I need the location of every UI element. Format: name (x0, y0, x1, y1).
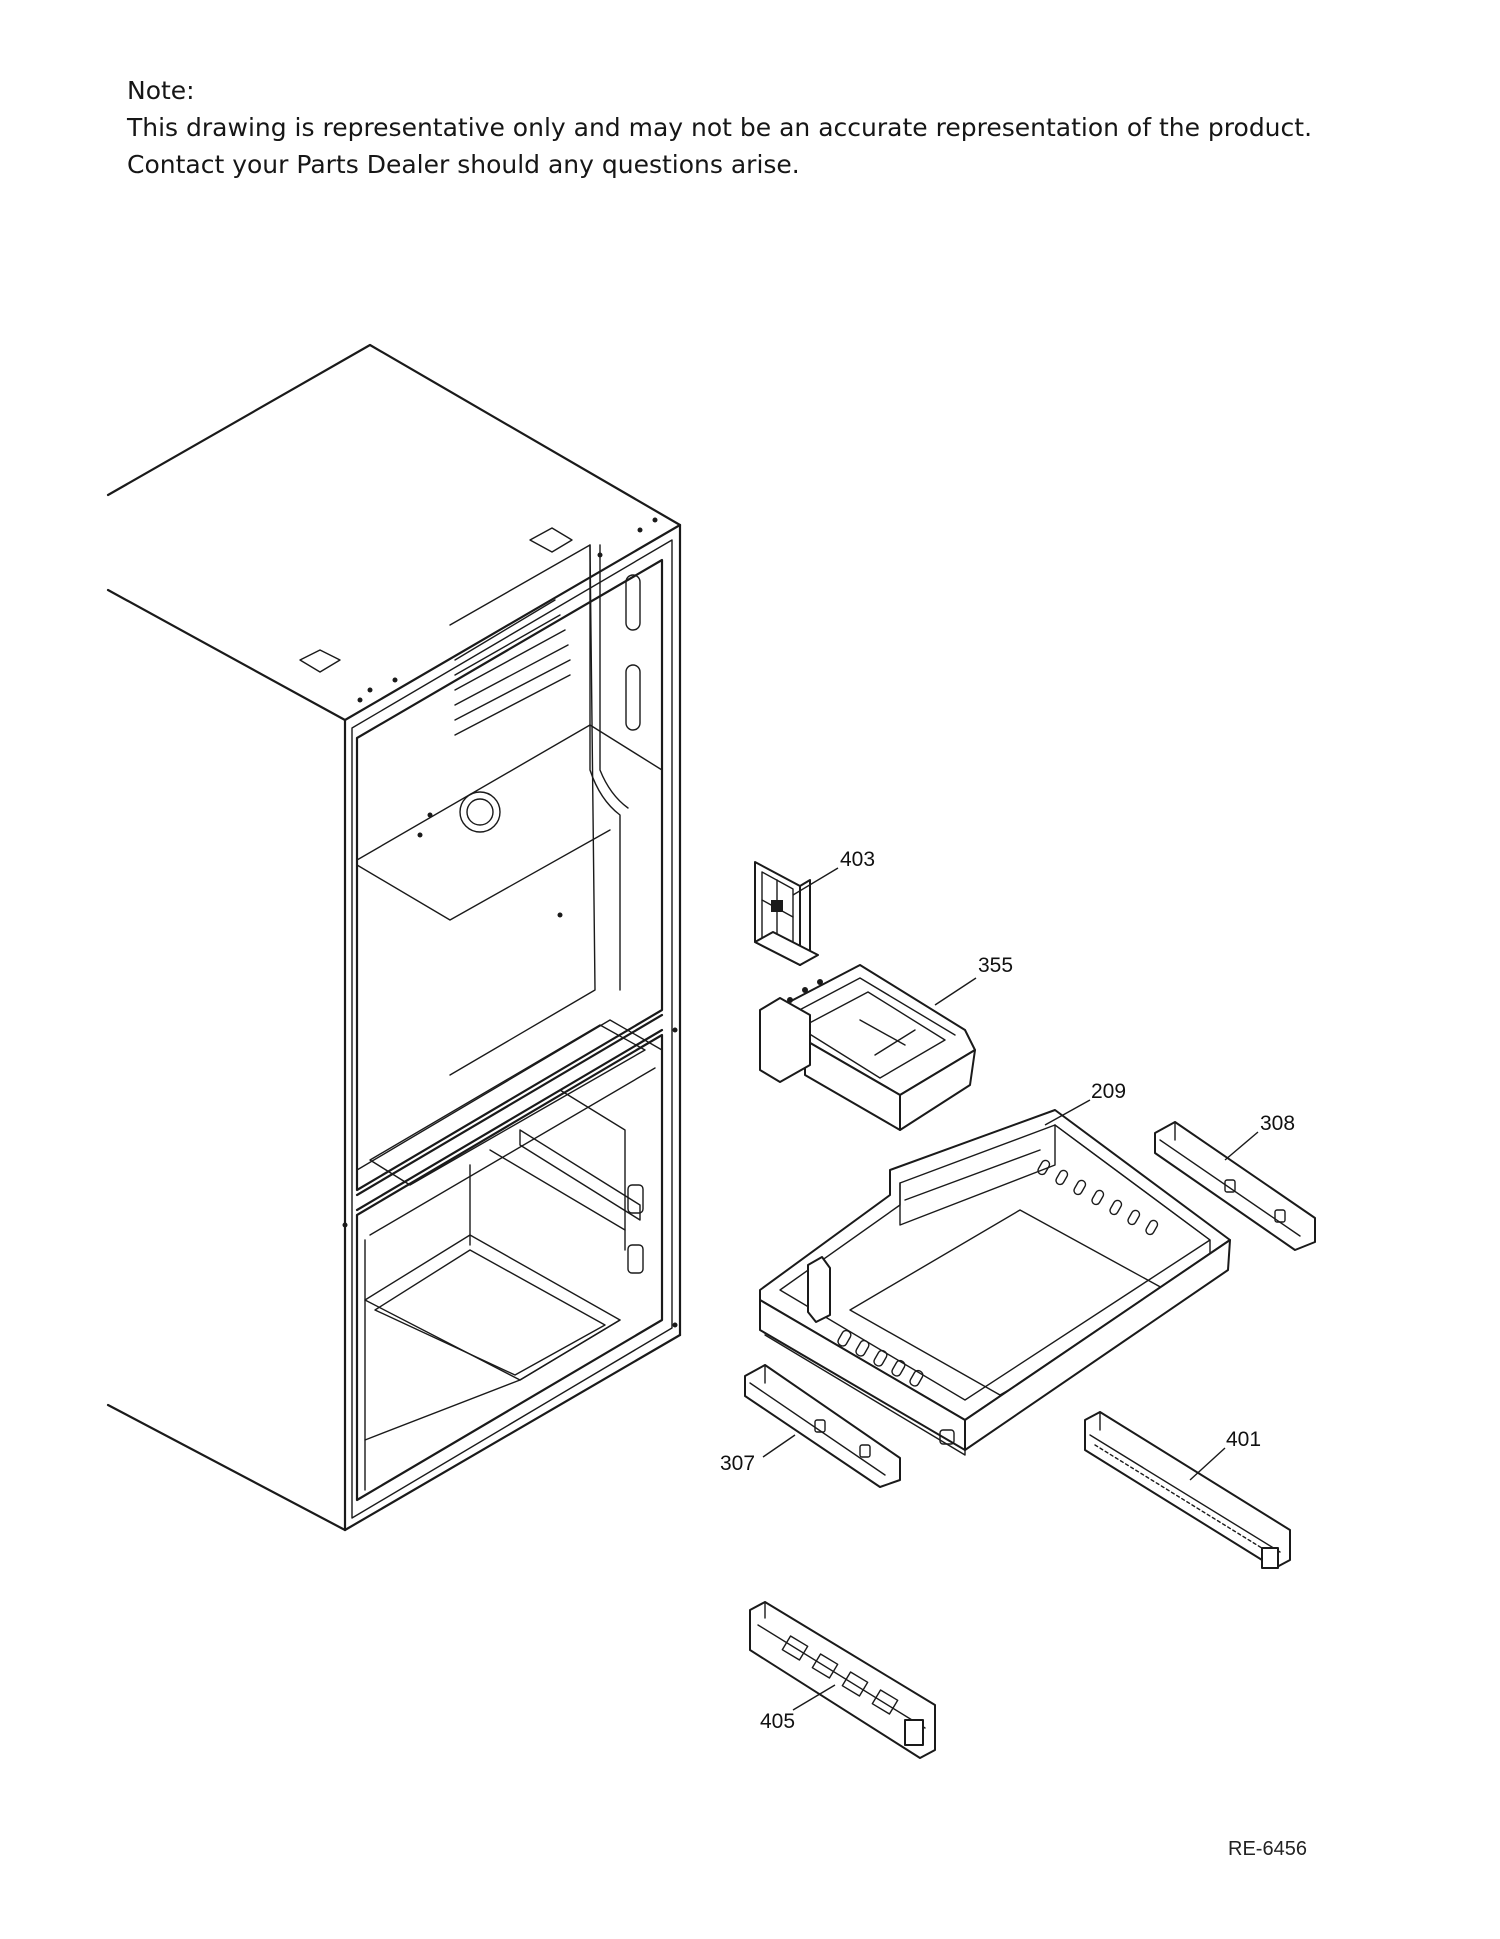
note-heading: Note: (127, 76, 195, 105)
part-355-bin (759, 964, 976, 1131)
callout-308: 308 (1260, 1112, 1295, 1135)
callout-355: 355 (978, 954, 1013, 977)
note-line-1: This drawing is representative only and … (127, 113, 1313, 142)
callout-209: 209 (1091, 1080, 1126, 1103)
reference-code: RE-6456 (1228, 1838, 1307, 1860)
part-401-cover (1084, 1411, 1291, 1569)
part-403-bracket (754, 861, 819, 966)
callout-405: 405 (760, 1710, 795, 1733)
part-209-drawer (759, 1109, 1231, 1456)
note-line-2: Contact your Parts Dealer should any que… (127, 150, 800, 179)
part-308-rail (1154, 1121, 1316, 1251)
callout-leaders (762, 867, 1259, 1711)
callout-403: 403 (840, 848, 875, 871)
part-405-bar (749, 1601, 936, 1759)
disclaimer-note: Note: This drawing is representative onl… (127, 72, 1427, 183)
part-307-rail (744, 1364, 901, 1488)
refrigerator-cabinet (106, 343, 682, 1532)
callout-307: 307 (720, 1452, 755, 1475)
callout-401: 401 (1226, 1428, 1261, 1451)
